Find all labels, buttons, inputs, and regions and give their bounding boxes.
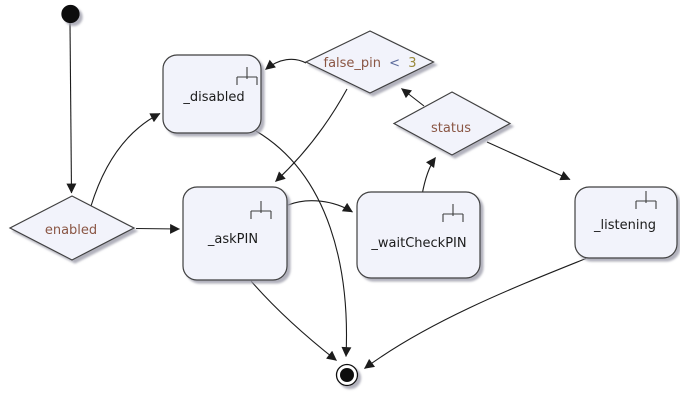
submachine-icon [442, 204, 464, 222]
state-waitcheckpin[interactable] [356, 191, 481, 279]
transition-enabled-to-askpin[interactable] [135, 223, 180, 234]
choice-false-pin[interactable] [304, 30, 435, 94]
transition-askpin-to-final[interactable] [250, 280, 337, 361]
node-state-askpin: _askPIN [182, 186, 288, 281]
submachine-icon [236, 67, 258, 85]
transition-initial-to-enabled[interactable] [66, 22, 77, 194]
choice-status-label: status [431, 121, 471, 136]
node-choice-enabled: enabled [8, 195, 136, 261]
state-disabled-label: _disabled [182, 90, 244, 105]
transition-listening-to-final[interactable] [364, 257, 587, 369]
node-state-listening: _listening [574, 186, 678, 259]
state-listening-label: _listening [593, 218, 656, 233]
state-waitcheckpin-label: _waitCheckPIN [370, 236, 466, 251]
node-state-waitcheckpin: _waitCheckPIN [356, 191, 481, 279]
state-listening[interactable] [574, 186, 678, 259]
choice-status[interactable] [392, 91, 512, 156]
state-disabled[interactable] [162, 54, 262, 134]
final-state-core[interactable] [340, 368, 354, 382]
node-initial [61, 4, 80, 24]
choice-enabled-label: enabled [45, 223, 97, 238]
transition-enabled-to-disabled[interactable] [90, 113, 161, 207]
node-choice-status: status [392, 91, 512, 156]
state-askpin-label: _askPIN [207, 232, 258, 247]
transition-status-to-listening[interactable] [486, 141, 571, 181]
choice-false-pin-label: false_pin < 3 [324, 56, 417, 71]
transition-falsepin-to-disabled[interactable] [265, 58, 307, 70]
transition-status-to-falsepin[interactable] [401, 88, 425, 107]
choice-enabled[interactable] [8, 195, 136, 261]
guard-variable: false_pin [324, 56, 382, 71]
node-choice-false-pin: false_pin < 3 [304, 30, 435, 94]
transition-disabled-to-final[interactable] [255, 130, 352, 357]
transition-falsepin-to-askpin[interactable] [275, 88, 348, 182]
transition-askpin-to-waitcheckpin[interactable] [287, 200, 353, 213]
initial-state[interactable] [61, 4, 80, 24]
transition-waitcheckpin-to-status[interactable] [421, 157, 436, 196]
guard-operator: < [389, 56, 400, 71]
submachine-icon [635, 191, 657, 209]
node-state-disabled: _disabled [162, 54, 262, 134]
guard-value: 3 [408, 56, 416, 71]
node-final [335, 363, 359, 387]
transitions [66, 22, 587, 369]
submachine-icon [250, 201, 272, 219]
